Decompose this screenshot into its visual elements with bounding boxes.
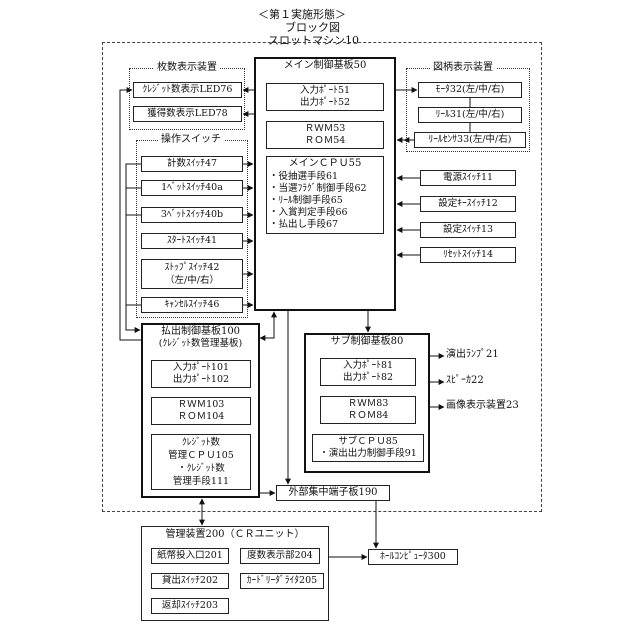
line-main-payout bbox=[260, 312, 274, 338]
